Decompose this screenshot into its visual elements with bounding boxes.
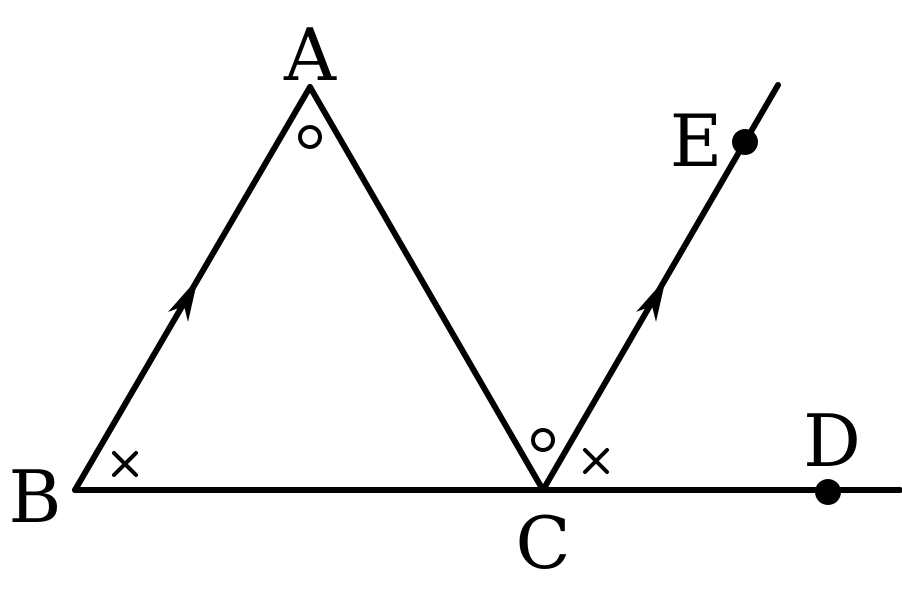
label-C: C bbox=[515, 501, 570, 585]
angle-mark-circle-A bbox=[298, 125, 322, 149]
parallel-arrow-CE bbox=[636, 278, 666, 322]
parallel-arrow-AB bbox=[168, 278, 198, 322]
segment-AC bbox=[307, 84, 546, 493]
label-B: B bbox=[9, 455, 62, 539]
label-D: D bbox=[803, 399, 861, 483]
angle-mark-cross-B bbox=[112, 451, 138, 477]
point-E-dot bbox=[732, 129, 758, 155]
point-D-dot bbox=[815, 479, 841, 505]
angle-mark-cross-C bbox=[583, 448, 609, 474]
label-E: E bbox=[670, 99, 723, 183]
angle-mark-circle-C bbox=[531, 428, 555, 452]
label-A: A bbox=[283, 13, 337, 97]
